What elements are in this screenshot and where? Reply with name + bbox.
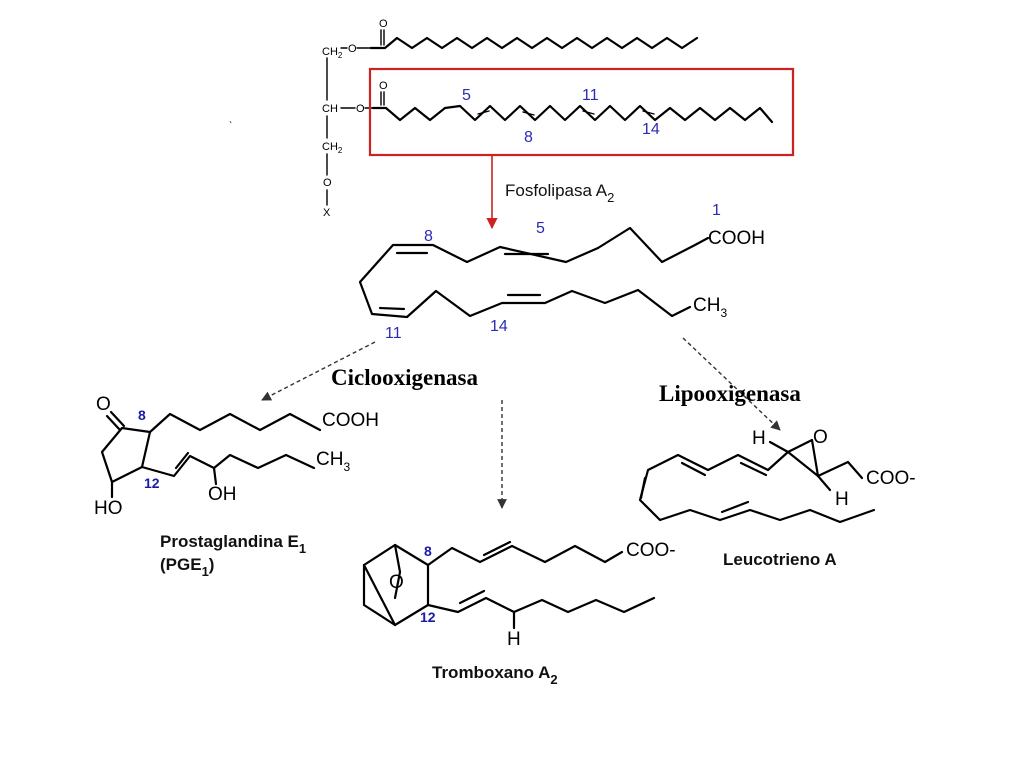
lta-double-a [739,461,768,477]
txa2-carbon-12: 12 [420,609,436,625]
ch2-top-label: CH2 [322,46,343,60]
txa2-h: H [507,629,521,650]
x-group-label: X [323,207,331,219]
ad-double-11-inner [378,306,406,311]
lta-acid-chain [816,460,864,480]
txa2-carbon-8: 8 [424,543,432,559]
lta-structure: O H H COO- [638,427,916,524]
lta-double-b [680,461,707,477]
arachidonoyl-chain [371,104,774,124]
txa2-double-5 [482,540,512,557]
phospholipid-carbon-5: 5 [462,87,471,104]
pge1-ketone-o: O [96,394,111,415]
ad-carbon-8: 8 [424,228,433,245]
pge1-double-13 [174,451,190,470]
ad-carbon-1: 1 [712,202,721,219]
phospholipid-structure: CH2 O O CH O O CH2 O X 5 8 11 14 [322,18,795,219]
txa2-coo: COO- [626,540,676,561]
double-bond-11-inner [582,110,595,115]
ester-oxygen-2: O [356,103,365,115]
ester-oxygen-1: O [348,43,357,55]
cox-to-pge-arrow [261,341,376,401]
pge1-co-bond-a [109,410,126,428]
arachidonic-acid-structure: COOH CH3 1 5 8 11 14 [358,202,765,342]
pge1-ch3: CH3 [316,449,350,474]
ad-carbon-14: 14 [490,318,508,335]
txa2-name: Tromboxano A2 [432,663,558,687]
pge1-oh: OH [208,484,237,505]
pge1-oh-bond [212,466,218,486]
pge1-ho: HO [94,498,123,519]
pge1-carbon-8: 8 [138,407,146,423]
phospholipid-carbon-11: 11 [582,87,599,104]
pge1-co-bond-b [105,414,122,432]
txa2-ring-o: O [389,572,404,593]
saturated-acyl-chain [369,36,699,50]
lox-to-lta-arrow [682,337,781,431]
lta-h-bot-bond [816,474,832,492]
double-bond-5-inner [477,110,490,115]
pge1-alpha-chain [148,412,322,434]
phosphate-oxygen: O [323,177,332,189]
txa2-structure: O COO- H 8 12 [362,540,676,650]
phospholipid-carbon-14: 14 [642,121,660,138]
carbonyl-oxygen-1: O [379,18,388,30]
sn2-chain-highlight-box [368,67,795,157]
ch2-bot-label: CH2 [322,141,343,155]
lta-h-top: H [752,428,766,449]
pge1-omega-chain [212,453,316,470]
txa2-omega-chain [426,596,656,614]
double-bond-8-inner [522,111,535,116]
arachidonic-cooh: COOH [708,228,765,249]
lta-name: Leucotrieno A [723,550,837,569]
lta-h-top-bond [768,440,790,454]
ad-carbon-5: 5 [536,220,545,237]
pge1-carbon-12: 12 [144,475,160,491]
lta-polyene-chain [638,450,876,524]
pge1-cooh: COOH [322,410,379,431]
lta-h-bottom: H [835,489,849,510]
ad-carbon-11: 11 [385,325,402,342]
txa2-bridge [393,543,402,600]
cyclooxygenase-label: Ciclooxigenasa [331,365,478,390]
txa2-oxetane-bond [362,563,397,627]
txa2-alpha-chain [426,544,624,567]
lta-double-c [639,476,647,500]
lta-coo: COO- [866,468,916,489]
pge1-structure: O COOH CH3 OH HO 8 12 [94,394,379,519]
arachidonic-head-chain [596,226,710,264]
lipoxygenase-label: Lipooxigenasa [659,381,801,406]
pge1-name-line2: (PGE1) [160,555,214,579]
arachidonic-ch3: CH3 [693,295,727,320]
stray-mark: ˎ [229,112,233,124]
phospholipid-carbon-8: 8 [524,129,533,146]
double-bond-14-inner [642,110,655,115]
txa2-double-13 [458,589,486,605]
pge1-cyclopentane-ring [100,426,152,484]
pla2-label: Fosfolipasa A2 [505,181,614,205]
pge1-name-line1: Prostaglandina E1 [160,532,306,556]
ch-mid-label: CH [322,103,338,115]
lta-epoxide-ring [786,438,820,478]
lta-epoxide-o: O [813,427,828,448]
carbonyl-oxygen-2: O [379,80,388,92]
pge1-omega-start [140,454,216,478]
lta-double-d [720,500,750,514]
arachidonic-backbone [358,243,692,319]
